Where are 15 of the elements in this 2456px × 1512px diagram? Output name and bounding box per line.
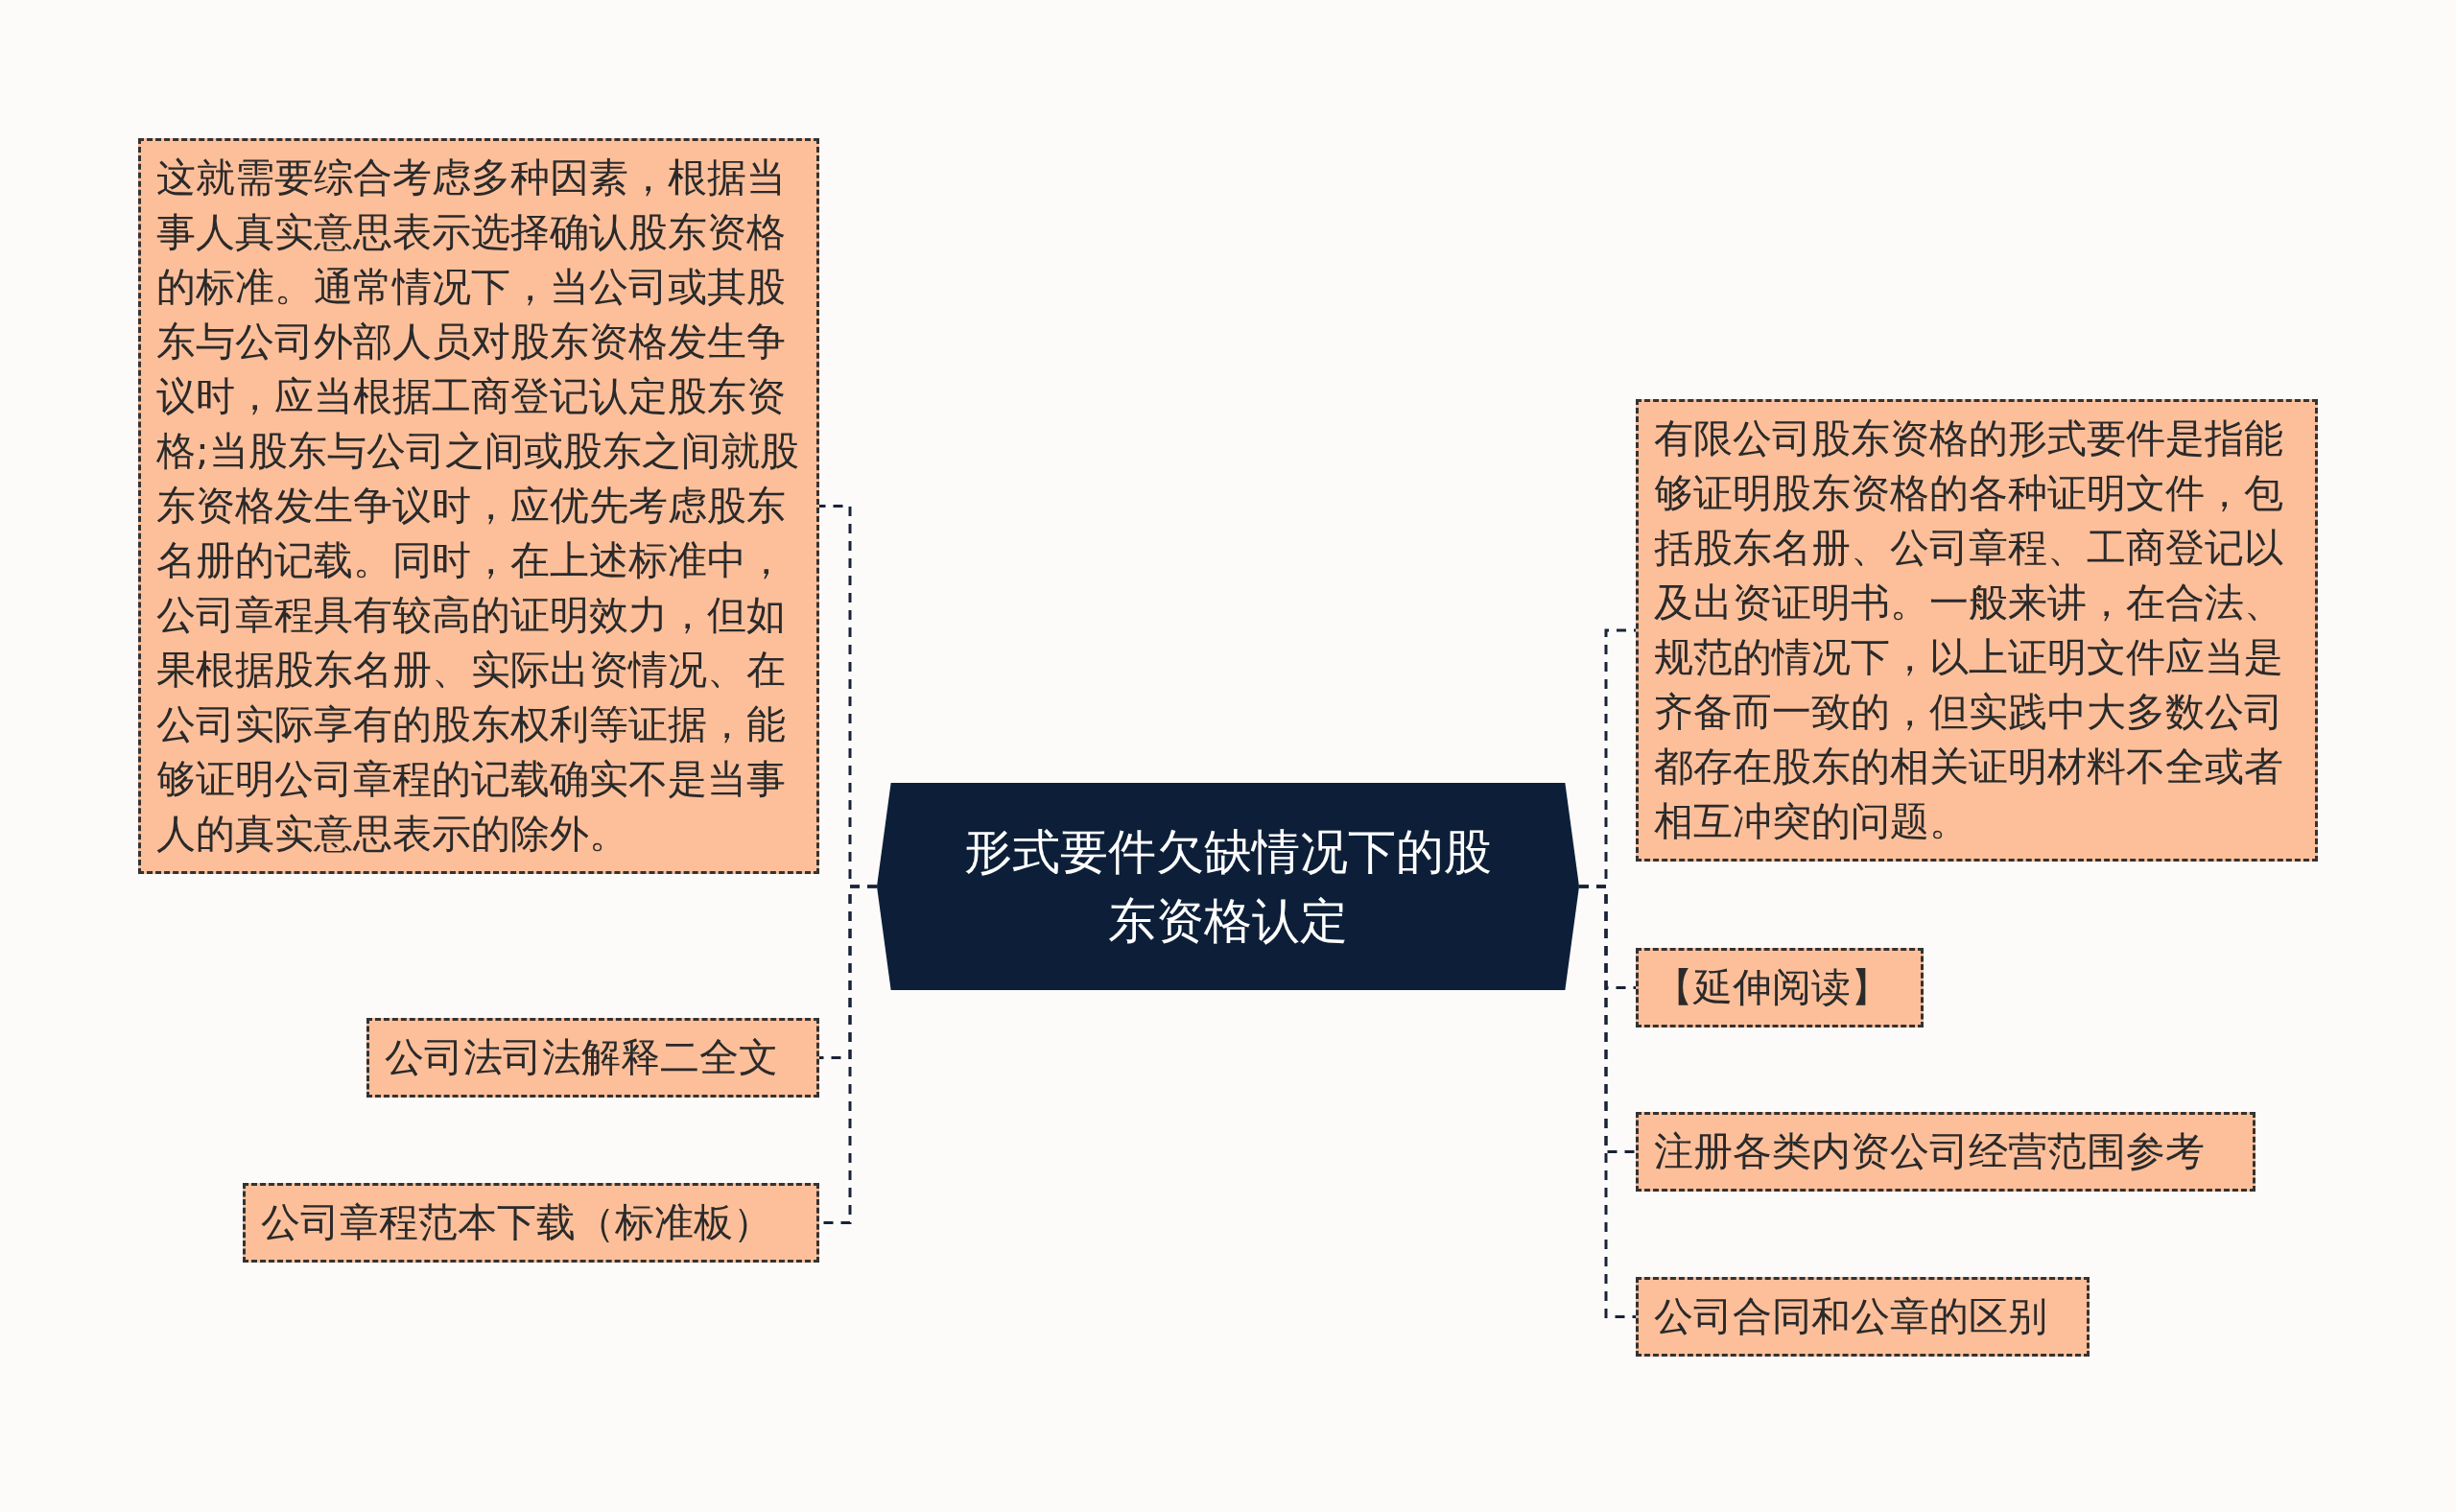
topic-text: 注册各类内资公司经营范围参考 xyxy=(1654,1127,2206,1176)
topic-text: 公司合同和公章的区别 xyxy=(1654,1292,2048,1341)
central-topic xyxy=(877,783,1579,990)
topic-text: 有限公司股东资格的形式要件是指能够证明股东资格的各种证明文件，包括股东名册、公司章程、工商登记以及出资证明书。一般来讲，在合法、规范的情况下，以上证明文件应当是齐备而一致的，但实践中大多数公司都存在股东的相关证明材料不全或者相互冲突的问题。 xyxy=(1654,414,2284,846)
topic-box xyxy=(1636,948,1924,1028)
topic-box xyxy=(1636,1112,2255,1192)
topic-box xyxy=(366,1018,819,1098)
topic-text: 公司法司法解释二全文 xyxy=(385,1033,779,1082)
topic-text: 【延伸阅读】 xyxy=(1654,963,1891,1012)
topic-text: 这就需要综合考虑多种因素，根据当事人真实意思表示选择确认股东资格的标准。通常情况下，当公司或其股东与公司外部人员对股东资格发生争议时，应当根据工商登记认定股东资格;当股东与公司之间或股东之间就股东资格发生争议时，应优先考虑股东名册的记载。同时，在上述标准中，公司章程具有较高的证明效力，但如果根据股东名册、实际出资情况、在公司实际享有的股东权利等证据，能够证明公司章程的记载确实不是当事人的真实意思表示的除外。 xyxy=(156,154,800,859)
topic-title: 形式要件欠缺情况下的股东资格认定 xyxy=(963,823,1493,951)
topic-box xyxy=(243,1183,819,1263)
connector xyxy=(1579,885,1636,1318)
topic-text: 公司章程范本下载（标准板） xyxy=(261,1198,773,1247)
topic-box xyxy=(1636,1277,2090,1357)
